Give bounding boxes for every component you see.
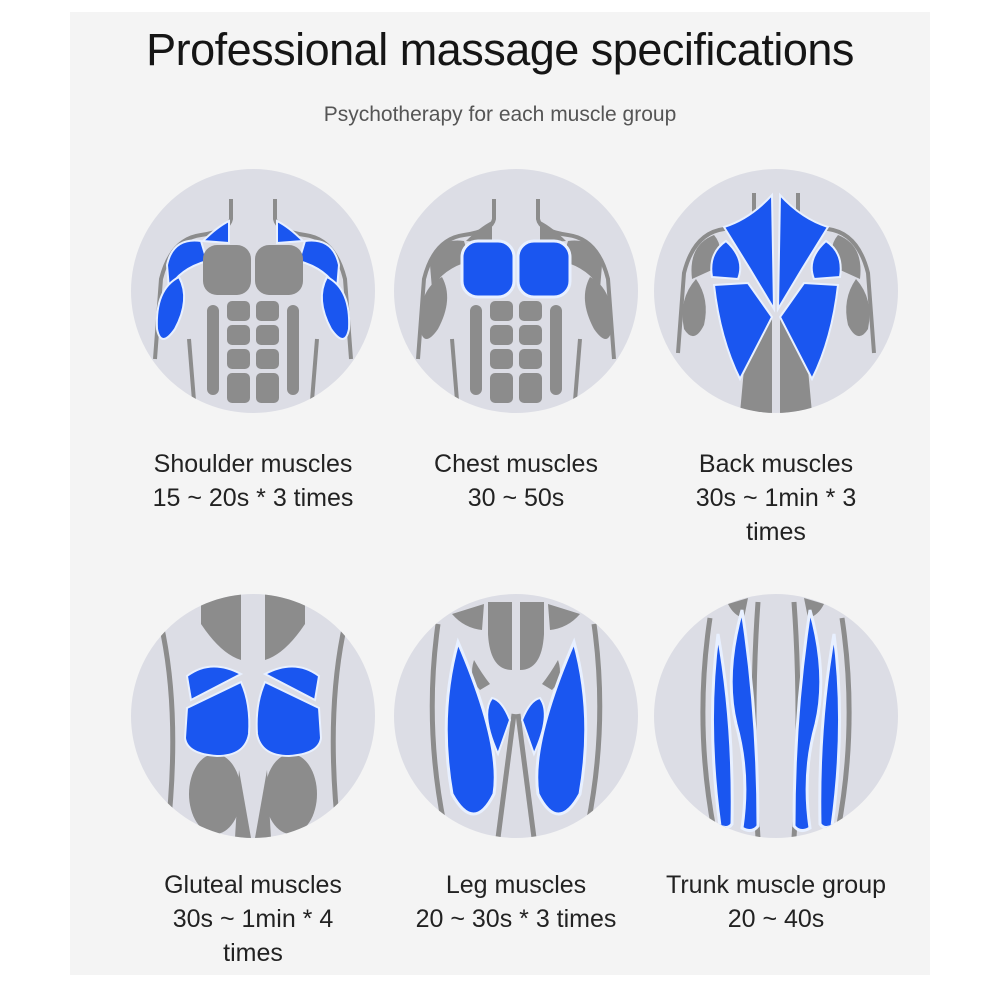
duration-cont: times — [746, 518, 806, 546]
duration: 30s ~ 1min * 3 — [695, 484, 857, 512]
duration: 20 ~ 30s * 3 times — [415, 905, 617, 933]
duration: 30 ~ 50s — [467, 484, 565, 512]
duration-cont: times — [223, 939, 283, 967]
caption-back: Back muscles 30s ~ 1min * 3 times — [626, 447, 926, 549]
shoulder-muscles-icon — [131, 169, 375, 413]
caption-leg: Leg muscles 20 ~ 30s * 3 times — [366, 868, 666, 936]
muscle-name: Trunk muscle group — [666, 871, 886, 899]
page-subtitle: Psychotherapy for each muscle group — [323, 103, 677, 126]
leg-muscles-icon — [394, 594, 638, 838]
back-muscles-icon — [654, 169, 898, 413]
caption-gluteal: Gluteal muscles 30s ~ 1min * 4 times — [103, 868, 403, 970]
duration: 20 ~ 40s — [727, 905, 825, 933]
trunk-muscle-group-icon — [654, 594, 898, 838]
page-title: Professional massage specifications — [146, 24, 854, 75]
caption-shoulder: Shoulder muscles 15 ~ 20s * 3 times — [103, 447, 403, 515]
chest-muscles-icon — [394, 169, 638, 413]
gluteal-muscles-icon — [131, 594, 375, 838]
caption-chest: Chest muscles 30 ~ 50s — [366, 447, 666, 515]
muscle-name: Shoulder muscles — [153, 450, 353, 478]
caption-trunk: Trunk muscle group 20 ~ 40s — [626, 868, 926, 936]
duration: 15 ~ 20s * 3 times — [152, 484, 354, 512]
muscle-name: Leg muscles — [445, 871, 587, 899]
muscle-name: Chest muscles — [434, 450, 598, 478]
muscle-name: Gluteal muscles — [164, 871, 342, 899]
muscle-name: Back muscles — [698, 450, 854, 478]
duration: 30s ~ 1min * 4 — [172, 905, 334, 933]
